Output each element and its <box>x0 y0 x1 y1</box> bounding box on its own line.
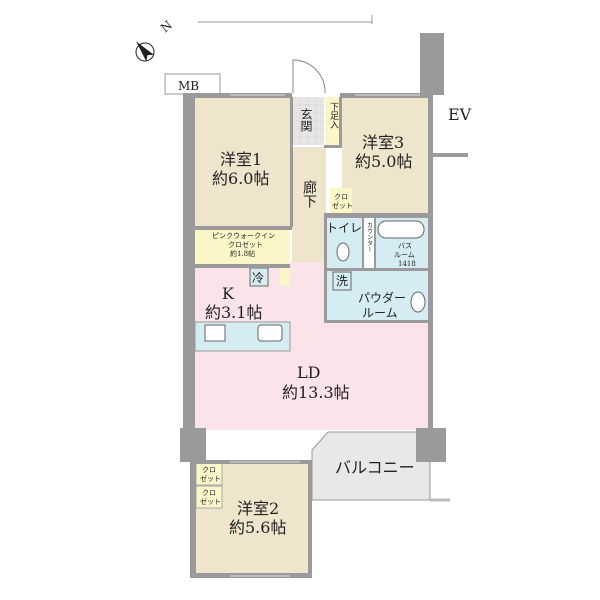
bedroom2-name: 洋室2 <box>237 499 279 518</box>
ld-size: 約13.3帖 <box>282 383 350 402</box>
counter-label: カウンター <box>366 222 373 252</box>
entry-door <box>292 59 326 94</box>
mb-label: MB <box>178 79 199 93</box>
balcony-label: バルコニー <box>335 458 415 477</box>
corridor-label: 廊下 <box>301 179 317 208</box>
closet2-line1: クロ <box>202 489 216 497</box>
kitchen-size: 約3.1帖 <box>205 303 262 322</box>
genkan-label: 玄関 <box>299 107 313 132</box>
kitchen-name: K <box>222 284 235 303</box>
closet-line1: クロ <box>334 193 348 201</box>
bedroom3-closet <box>330 188 352 213</box>
bedroom3-name: 洋室3 <box>362 133 404 152</box>
ld-name: LD <box>297 363 320 382</box>
toilet-icon <box>336 242 350 262</box>
shoe-storage-label: 下足入 <box>328 102 339 129</box>
bath-line1: バス <box>398 242 412 250</box>
walk-in-closet <box>195 230 290 265</box>
windows <box>230 94 420 577</box>
closet1-line1: クロ <box>202 466 216 474</box>
bath-size: 1418 <box>398 260 416 268</box>
site-boundary <box>198 15 373 24</box>
ev-label: EV <box>448 105 472 124</box>
bedroom3-room <box>342 97 430 215</box>
bathtub-icon <box>377 220 425 239</box>
kitchen-storage <box>280 268 290 286</box>
washbasin-icon <box>410 291 426 313</box>
stove-icon <box>204 324 226 342</box>
counter-strip <box>364 218 374 268</box>
bedroom1-room <box>195 97 290 227</box>
bedroom2-size: 約5.6帖 <box>229 518 286 537</box>
wic-line2: クロゼット <box>228 240 263 249</box>
compass-label: N <box>158 18 175 35</box>
toilet-label: トイレ <box>326 221 362 235</box>
bath-line2: ルーム <box>394 251 415 259</box>
wic-line1: ピンクウォークイン <box>212 232 275 240</box>
ev-column <box>420 33 444 95</box>
fridge-label: 冷 <box>252 271 264 285</box>
north-compass-icon <box>135 41 155 62</box>
powder-line2: ルーム <box>362 306 398 320</box>
bedroom1-name: 洋室1 <box>220 150 262 169</box>
corridor <box>292 147 326 262</box>
washer-space <box>332 271 352 291</box>
wic-size: 約1.8帖 <box>230 249 255 258</box>
shoe-storage <box>325 97 341 145</box>
washer-label: 洗 <box>336 274 348 288</box>
powder-line1: パウダー <box>358 290 406 305</box>
bedroom1-size: 約6.0帖 <box>212 169 269 188</box>
closet-line2: ゼット <box>332 201 353 210</box>
closet2-line2: ゼット <box>200 497 221 506</box>
sink-icon <box>257 324 283 342</box>
bedroom3-size: 約5.0帖 <box>355 152 412 171</box>
closet1-line2: ゼット <box>200 474 221 483</box>
